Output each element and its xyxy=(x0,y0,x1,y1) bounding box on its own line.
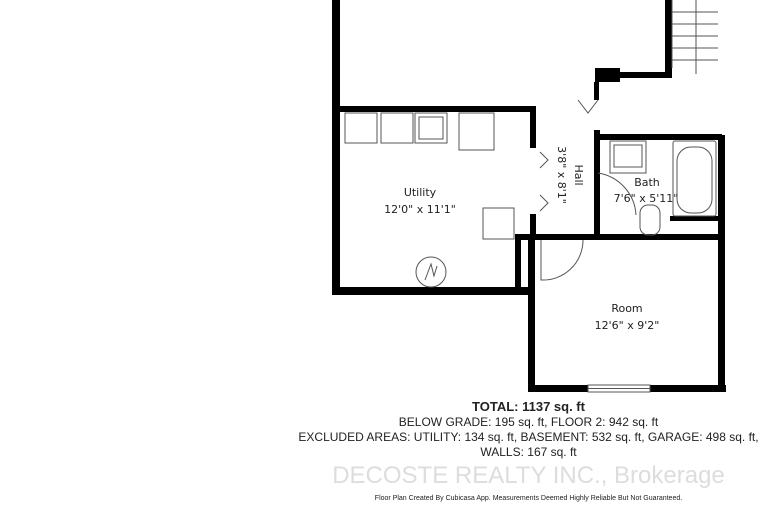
walls-area: WALLS: 167 sq. ft xyxy=(480,445,577,459)
watermark: DECOSTE REALTY INC., Brokerage xyxy=(332,462,725,489)
hall-label: Hall xyxy=(572,164,585,185)
utility-label: Utility xyxy=(404,186,437,199)
hall-dimensions: 3'8" x 8'1" xyxy=(555,146,568,204)
room-dimensions: 12'6" x 9'2" xyxy=(595,319,660,332)
below-grade-area: BELOW GRADE: 195 sq. ft, FLOOR 2: 942 sq… xyxy=(398,415,659,429)
room-label: Room xyxy=(611,302,642,315)
bath-dimensions: 7'6" x 5'11" xyxy=(614,192,679,205)
total-area: TOTAL: 1137 sq. ft xyxy=(472,399,585,414)
excluded-areas: EXCLUDED AREAS: UTILITY: 134 sq. ft, BAS… xyxy=(298,430,759,444)
utility-dimensions: 12'0" x 11'1" xyxy=(384,203,456,216)
fixtures xyxy=(344,0,718,393)
water-heater-icon xyxy=(415,256,447,288)
walls xyxy=(332,0,726,392)
credit-text: Floor Plan Created By Cubicasa App. Meas… xyxy=(374,495,683,502)
bath-label: Bath xyxy=(634,176,660,189)
